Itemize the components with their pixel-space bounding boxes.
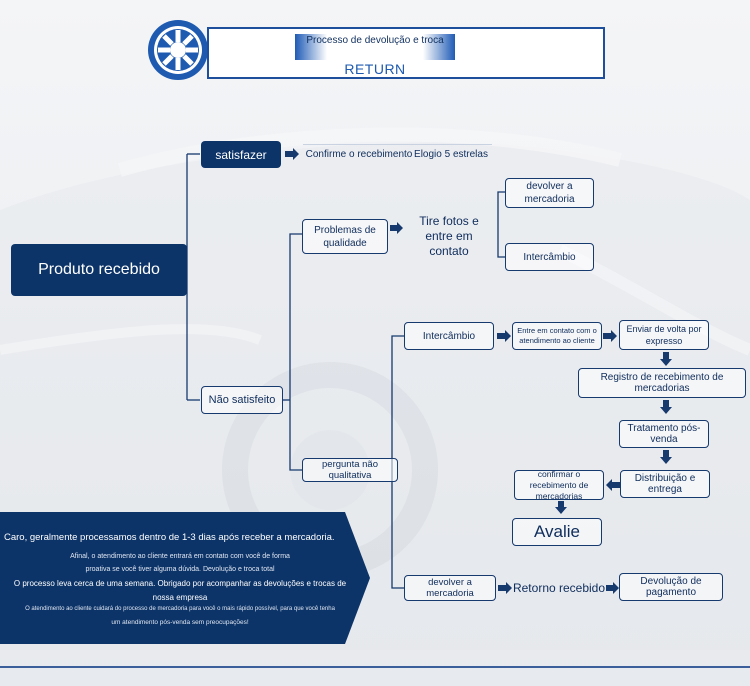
info-panel-shape bbox=[0, 512, 370, 644]
page-title: Processo de devolução e troca bbox=[306, 35, 444, 46]
arrow-right-icon bbox=[285, 148, 299, 160]
info-line-6: O atendimento ao cliente cuidará do proc… bbox=[25, 606, 335, 612]
header-band bbox=[295, 34, 455, 60]
five-star-node: Elogio 5 estrelas bbox=[410, 144, 492, 164]
quality-problem-label: Problemas de qualidade bbox=[314, 224, 376, 249]
page-subtitle: RETURN bbox=[344, 61, 406, 77]
info-line-1: Caro, geralmente processamos dentro de 1… bbox=[4, 532, 335, 543]
arrow-down-icon bbox=[660, 400, 672, 414]
quality-problem-node: Problemas de qualidade bbox=[302, 219, 388, 254]
contact-service-label: Entre em contato com o atendimento ao cl… bbox=[517, 326, 597, 345]
distribution-node: Distribuição e entrega bbox=[620, 470, 710, 498]
return-goods-b-node: devolver a mercadoria bbox=[404, 575, 496, 601]
info-line-5: nossa empresa bbox=[152, 593, 208, 602]
not-satisfied-node: Não satisfeito bbox=[201, 386, 283, 414]
info-line-2: Afinal, o atendimento ao cliente entrará… bbox=[70, 553, 290, 560]
arrow-right-icon bbox=[606, 582, 619, 594]
confirm-receipt-label: Confirme o recebimento bbox=[305, 149, 413, 160]
distribution-label: Distribuição e entrega bbox=[634, 473, 696, 495]
arrow-right-icon bbox=[603, 330, 617, 342]
exchange-a-node: Intercâmbio bbox=[505, 243, 594, 271]
contact-service-node: Entre em contato com o atendimento ao cl… bbox=[512, 322, 602, 350]
exchange-b-node: Intercâmbio bbox=[404, 322, 494, 350]
exchange-a-label: Intercâmbio bbox=[523, 251, 576, 263]
info-panel: Caro, geralmente processamos dentro de 1… bbox=[0, 512, 370, 644]
evaluate-label: Avalie bbox=[534, 522, 580, 541]
satisfied-node: satisfazer bbox=[201, 141, 281, 168]
return-goods-b-label: devolver a mercadoria bbox=[426, 577, 474, 599]
send-back-node: Enviar de volta por expresso bbox=[619, 320, 709, 350]
satisfied-label: satisfazer bbox=[215, 147, 267, 162]
refund-label: Devolução de pagamento bbox=[640, 576, 702, 598]
return-received-label: Retorno recebido bbox=[512, 581, 606, 595]
photo-contact-label: Tire fotos e entre em contato bbox=[419, 213, 479, 258]
arrow-down-icon bbox=[555, 501, 567, 514]
refund-node: Devolução de pagamento bbox=[619, 573, 723, 601]
register-receipt-node: Registro de recebimento de mercadorias bbox=[578, 368, 746, 398]
confirm-receipt-node: Confirme o recebimento bbox=[303, 144, 415, 164]
root-node-label: Produto recebido bbox=[38, 261, 160, 278]
arrow-down-icon bbox=[660, 352, 672, 366]
non-quality-label: pergunta não qualitativa bbox=[322, 459, 378, 481]
after-sales-label: Tratamento pós-venda bbox=[627, 423, 701, 445]
non-quality-node: pergunta não qualitativa bbox=[302, 458, 398, 482]
register-receipt-label: Registro de recebimento de mercadorias bbox=[600, 372, 724, 394]
return-goods-label: devolver a mercadoria bbox=[524, 181, 575, 205]
root-node: Produto recebido bbox=[11, 244, 187, 296]
confirm-goods-node: confirmar o recebimento de mercadorias bbox=[514, 468, 604, 501]
footer-divider bbox=[0, 666, 750, 668]
arrow-down-icon bbox=[660, 450, 672, 464]
photo-contact-node: Tire fotos e entre em contato bbox=[404, 214, 494, 258]
evaluate-node: Avalie bbox=[512, 518, 602, 546]
after-sales-node: Tratamento pós-venda bbox=[619, 420, 709, 448]
five-star-label: Elogio 5 estrelas bbox=[414, 149, 488, 160]
arrow-right-icon bbox=[497, 330, 511, 342]
return-goods-node: devolver a mercadoria bbox=[505, 178, 594, 208]
arrow-right-icon bbox=[498, 582, 512, 594]
exchange-b-label: Intercâmbio bbox=[422, 330, 476, 342]
arrow-left-icon bbox=[606, 479, 620, 491]
info-line-4: O processo leva cerca de uma semana. Obr… bbox=[13, 579, 347, 588]
arrow-right-icon bbox=[390, 222, 403, 234]
wheel-logo-icon bbox=[148, 20, 208, 80]
not-satisfied-label: Não satisfeito bbox=[208, 394, 276, 406]
confirm-goods-label: confirmar o recebimento de mercadorias bbox=[529, 468, 589, 501]
send-back-label: Enviar de volta por expresso bbox=[626, 324, 702, 346]
info-line-3: proativa se você tiver alguma dúvida. De… bbox=[85, 566, 275, 573]
info-line-7: um atendimento pós-venda sem preocupaçõe… bbox=[111, 619, 249, 626]
return-received-node: Retorno recebido bbox=[512, 576, 606, 600]
header-banner: Processo de devolução e troca RETURN bbox=[207, 27, 605, 79]
